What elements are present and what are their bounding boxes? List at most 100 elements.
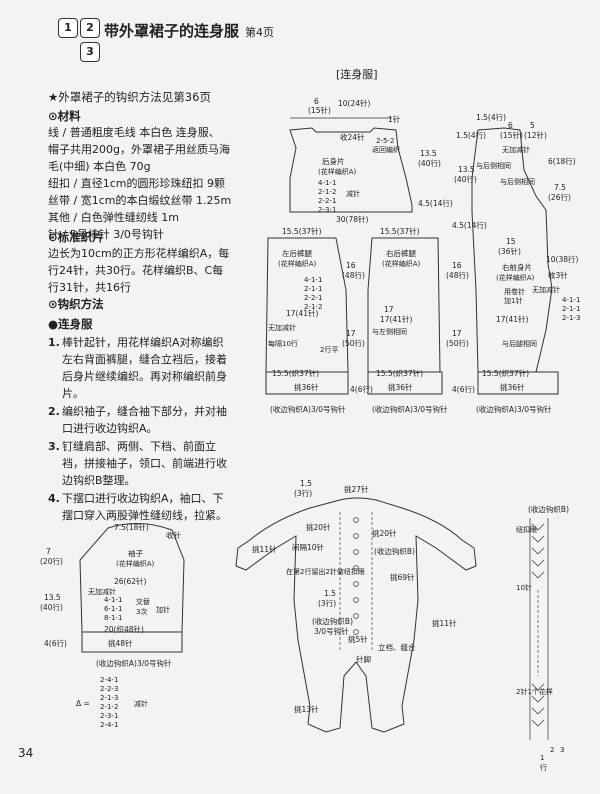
label: 2-1-2 — [304, 303, 322, 311]
materials-line: 帽子共用200g，外罩裙子用丝质马海 — [48, 143, 230, 156]
step-line: 边钩织B整理。 — [62, 474, 136, 487]
label: 4.5(14行) — [418, 198, 453, 208]
label: 右前身片 — [502, 262, 532, 272]
label: 2-3-1 — [318, 206, 336, 214]
step-line: 钉缝肩部、两侧、下档、前面立 — [62, 440, 216, 453]
label: (3行) — [294, 488, 312, 498]
garment-overview: 1.5 (3行) 挑27针 挑20针 间隔10针 挑20针 挑11针 (收边钩织… — [235, 479, 477, 733]
label: (收边钩织B) — [312, 616, 353, 626]
label: 与后侧相同 — [476, 161, 511, 170]
label: 30(78针) — [336, 214, 369, 224]
label: (花样编织A) — [496, 273, 535, 282]
label: (3行) — [318, 598, 336, 608]
label: 2-2-3 — [100, 685, 118, 693]
label: 17 — [452, 329, 462, 338]
label: 加针 — [156, 605, 170, 614]
label: 2-1-1 — [562, 305, 580, 313]
label: 1.5 — [324, 589, 336, 598]
materials-line: 其他 / 白色弹性缝纫线 1m — [48, 211, 179, 224]
label: 针脚 — [356, 654, 371, 664]
label: 8-1-1 — [104, 614, 122, 622]
label: 2-2-1 — [304, 294, 322, 302]
label: 20(织48针) — [104, 624, 144, 634]
label: (40行) — [40, 602, 63, 612]
label: 2-1-2 — [100, 703, 118, 711]
label: 15.5(37针) — [380, 226, 420, 236]
label: 间隔10针 — [292, 542, 325, 552]
step-number: 4. — [48, 492, 60, 505]
label: 2-5-2 — [376, 137, 394, 145]
label: 15.5(37针) — [282, 226, 322, 236]
label: (收边钩织A)3/0号钩针 — [96, 658, 172, 668]
label: 15.5(织37针) — [482, 368, 529, 378]
label: (花样编织A) — [382, 259, 421, 268]
page-ref: 第4页 — [245, 26, 275, 39]
step-line: 口进行收边钩织A。 — [62, 422, 158, 435]
label: 2-4-1 — [100, 676, 118, 684]
label: 在第2行留出2针做纽扣眼 — [286, 567, 365, 576]
label: 与左侧相同 — [372, 327, 407, 336]
label: 挑11针 — [252, 544, 277, 554]
main-diagram-label: [连身服] — [336, 67, 378, 81]
note: ★外罩裙子的钩织方法见第36页 — [48, 90, 211, 104]
label: (收边钩织B) — [374, 546, 415, 556]
label: 2-2-1 — [318, 197, 336, 205]
materials-line: 线 / 普通粗度毛线 本白色 连身服、 — [48, 126, 220, 139]
label: (48行) — [342, 270, 365, 280]
label: 行 — [540, 763, 547, 772]
label: 用卷针 — [504, 287, 525, 296]
label: 挑13针 — [294, 704, 319, 714]
step: 2. 编织袖子，缝合袖下部分，并对袖 口进行收边钩织A。 — [48, 403, 248, 437]
label: 收针 — [166, 530, 181, 540]
page-number: 34 — [18, 746, 34, 760]
gauge-line: 行24针，共30行。花样编织B、C每 — [48, 264, 224, 277]
front-piece: 1.5(4行) 1.5(4行) 6 (15针) 5 (12针) 无加减针 6(1… — [452, 112, 580, 395]
label: 收24针 — [340, 132, 365, 142]
label: 15.5(织37针) — [376, 368, 423, 378]
label: 右后裤腿 — [386, 248, 416, 258]
label: (花样编织A) — [116, 559, 155, 568]
label: 无加减针 — [268, 323, 296, 332]
label: 2-1-3 — [100, 694, 118, 702]
step-number: 3. — [48, 440, 60, 453]
label: 17(41针) — [380, 314, 413, 324]
title-text: 带外罩裙子的连身服 — [104, 22, 240, 40]
label: (50行) — [446, 338, 469, 348]
step: 3. 钉缝肩部、两侧、下档、前面立 裆，拼接袖子，领口、前端进行收 边钩织B整理… — [48, 438, 248, 489]
label: 挑36针 — [294, 382, 319, 392]
label: 1.5(4行) — [456, 130, 486, 140]
label: 4(6行) — [350, 384, 373, 394]
label: 17(41针) — [496, 314, 529, 324]
label: 16 — [452, 261, 462, 270]
label: 挑5针 — [348, 634, 368, 644]
step-number: 1. — [48, 336, 60, 349]
label: 挑36针 — [388, 382, 413, 392]
label: 2 — [550, 746, 554, 754]
label: 加1针 — [504, 296, 522, 305]
step: 1. 棒针起针，用花样编织A对称编织 左右背面裤腿，缝合立裆后，接着 后身片继续… — [48, 334, 248, 402]
label: 左后裤腿 — [282, 248, 312, 258]
gauge-heading: ⊙标准织片 — [48, 230, 104, 244]
step-line: 片。 — [62, 387, 84, 400]
label: 4-1-1 — [104, 596, 122, 604]
label: 1.5 — [300, 479, 312, 488]
step-line: 下摆口进行收边钩织A，袖口、下 — [62, 492, 224, 505]
label: (12针) — [524, 130, 547, 140]
label: 4-1-1 — [304, 276, 322, 284]
label: 10(38行) — [546, 254, 579, 264]
label: 6(18行) — [548, 156, 576, 166]
label: 7 — [46, 547, 51, 556]
label: 15 — [506, 237, 516, 246]
label: 挑11针 — [432, 618, 457, 628]
border-b-chart: (收边钩织B) 纽扣眼 10针 2针1个花样 2 3 1 行 — [516, 504, 569, 772]
label: 4.5(14行) — [452, 220, 487, 230]
materials-line: 针 / 5号棒针 3/0号钩针 — [48, 228, 164, 241]
label: 2行平 — [320, 345, 338, 354]
sleeve-piece: 7.5(18针) 收针 7 (20行) 袖子 (花样编织A) 26(62针) 无… — [40, 522, 185, 729]
label: 10针 — [516, 583, 532, 592]
label: 与后侧相同 — [500, 177, 535, 186]
back-legs: 15.5(37针) 15.5(37针) 左后裤腿 (花样编织A) 右后裤腿 (花… — [265, 226, 552, 414]
gauge-list: 边长为10cm的正方形花样编织A，每 行24针，共30行。花样编织B、C每 行3… — [48, 245, 248, 296]
tab-2: 2 — [80, 18, 100, 38]
gauge-line: 边长为10cm的正方形花样编织A，每 — [48, 247, 230, 260]
